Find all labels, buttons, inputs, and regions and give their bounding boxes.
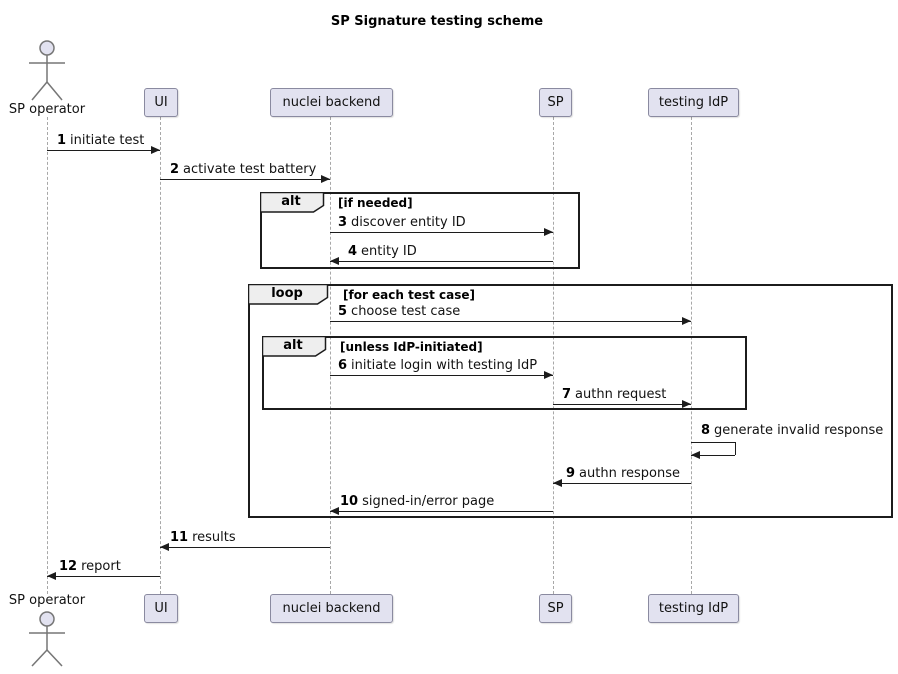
lifeline-ui (160, 117, 161, 594)
arrowhead-right-icon (321, 175, 330, 183)
message-text: entity ID (361, 244, 417, 259)
alt-tab-shape (260, 192, 325, 213)
message-text: choose test case (351, 304, 461, 319)
arrowhead-right-icon (682, 400, 691, 408)
message-text: authn response (579, 466, 681, 481)
alt-fragment-unless-idp-initiated: alt [unless IdP-initiated] (262, 336, 747, 410)
message-arrow-5 (330, 321, 691, 322)
message-number: 1 (57, 133, 67, 148)
alt2-operator-label: alt (283, 338, 303, 353)
participant-sp-top: SP (539, 88, 572, 117)
message-number: 10 (340, 494, 359, 509)
loop-operator-label: loop (271, 286, 303, 301)
message-arrow-3 (330, 232, 553, 233)
participant-idp-bottom: testing IdP (648, 594, 739, 623)
participant-idp-top: testing IdP (648, 88, 739, 117)
message-number: 11 (170, 530, 189, 545)
actor-label-sp-operator-bottom: SP operator (8, 593, 86, 608)
message-number: 12 (59, 559, 78, 574)
arrowhead-right-icon (151, 146, 160, 154)
alt-fragment-if-needed: alt [if needed] (260, 192, 580, 269)
arrowhead-left-icon (47, 572, 56, 580)
arrowhead-left-icon (330, 507, 339, 515)
arrowhead-left-icon (160, 543, 169, 551)
self-message-bottom-line (691, 455, 735, 456)
lifeline-sp (553, 117, 554, 594)
message-arrow-11 (160, 547, 330, 548)
diagram-title: SP Signature testing scheme (330, 14, 544, 29)
message-arrow-2 (160, 179, 330, 180)
message-text: discover entity ID (351, 215, 466, 230)
message-text: initiate test (70, 133, 145, 148)
participant-sp-bottom: SP (539, 594, 572, 623)
actor-figure-top (29, 40, 65, 101)
message-text: initiate login with testing IdP (351, 358, 538, 373)
lifeline-nuclei-backend (330, 117, 331, 594)
arrowhead-right-icon (544, 228, 553, 236)
loop-tab-shape (248, 284, 329, 305)
message-arrow-9 (553, 483, 691, 484)
arrowhead-right-icon (544, 371, 553, 379)
alt-tab-shape (262, 336, 327, 357)
alt2-guard: [unless IdP-initiated] (340, 340, 483, 354)
message-number: 5 (338, 304, 348, 319)
alt1-guard: [if needed] (338, 196, 413, 210)
message-text: results (192, 530, 236, 545)
self-message-top-line (691, 442, 735, 443)
message-number: 9 (566, 466, 576, 481)
actor-label-sp-operator-top: SP operator (8, 102, 86, 117)
message-arrow-10 (330, 511, 553, 512)
participant-backend-top: nuclei backend (270, 88, 393, 117)
participant-backend-bottom: nuclei backend (270, 594, 393, 623)
message-arrow-6 (330, 375, 553, 376)
lifeline-sp-operator (47, 117, 48, 594)
self-message-right-line (735, 442, 736, 455)
arrowhead-right-icon (682, 317, 691, 325)
message-text: report (81, 559, 121, 574)
message-number: 3 (338, 215, 348, 230)
message-text: activate test battery (183, 162, 317, 177)
actor-figure-bottom (29, 611, 65, 667)
lifeline-testing-idp (691, 117, 692, 594)
loop-fragment: loop [for each test case] (248, 284, 893, 518)
message-number: 7 (562, 387, 572, 402)
alt1-operator-label: alt (281, 194, 301, 209)
message-number: 6 (338, 358, 348, 373)
message-arrow-4 (330, 261, 553, 262)
arrowhead-left-icon (553, 479, 562, 487)
loop-guard: [for each test case] (343, 288, 476, 302)
message-arrow-12 (47, 576, 160, 577)
message-arrow-7 (553, 404, 691, 405)
participant-ui-top: UI (144, 88, 178, 117)
message-text: authn request (575, 387, 667, 402)
message-number: 8 (701, 423, 711, 438)
arrowhead-left-icon (330, 257, 339, 265)
arrowhead-left-icon (691, 451, 700, 459)
message-number: 4 (348, 244, 358, 259)
message-arrow-1 (47, 150, 160, 151)
participant-ui-bottom: UI (144, 594, 178, 623)
message-number: 2 (170, 162, 180, 177)
message-text: generate invalid response (714, 423, 884, 438)
message-text: signed-in/error page (362, 494, 495, 509)
